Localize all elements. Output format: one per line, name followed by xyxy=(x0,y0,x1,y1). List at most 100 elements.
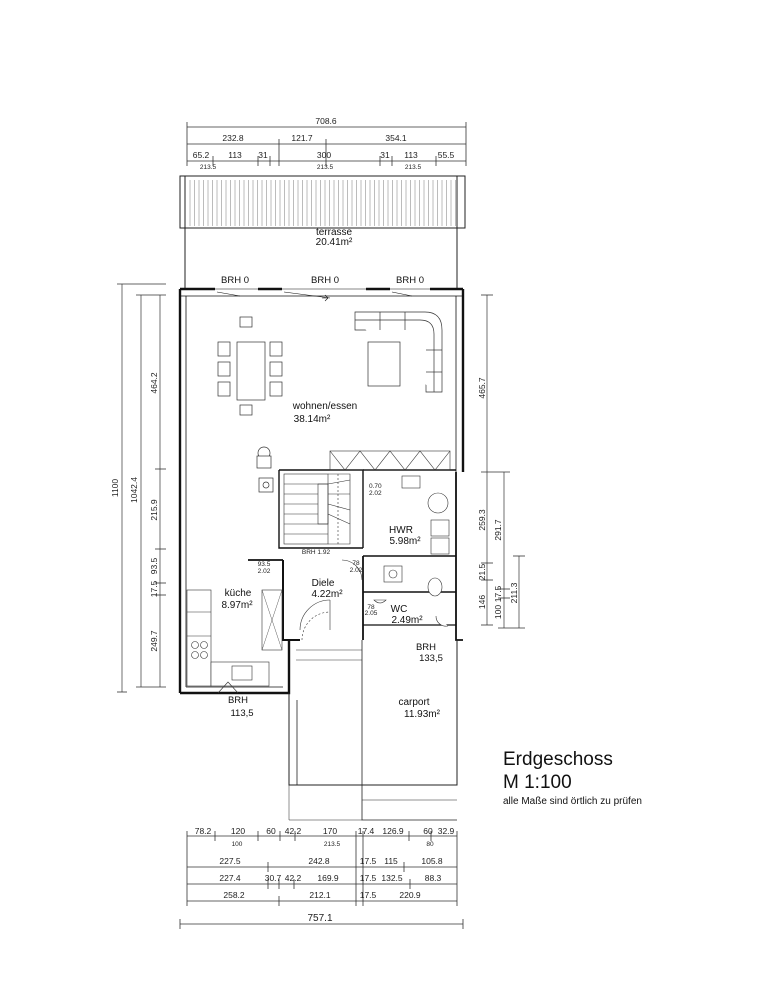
dim-left-seg: 93.5 xyxy=(149,557,159,574)
dim-bottom-row2: 115 xyxy=(384,856,398,866)
dim-bottom-row1: 120 xyxy=(231,826,245,836)
dim-top-row3: 113 xyxy=(404,150,418,160)
hwr-fixtures xyxy=(383,475,450,583)
brh-value: 113,5 xyxy=(230,708,253,719)
door-label: 2.02 xyxy=(350,567,363,574)
dim-left-seg: 464.2 xyxy=(149,372,159,394)
dim-right-seg: 465.7 xyxy=(477,377,487,399)
entry-steps xyxy=(296,611,362,661)
dim-bottom-row2: 105.8 xyxy=(421,856,443,866)
dim-bottom-row1: 60 xyxy=(423,826,433,836)
dim-top-row2: 232.8 xyxy=(222,133,244,143)
dim-top-sub: 213.5 xyxy=(405,164,422,171)
terrasse-area xyxy=(179,175,466,289)
dim-bottom-sub: 213.5 xyxy=(324,841,341,848)
room-area-kueche: 8.97m² xyxy=(221,600,253,611)
dim-right-seg: 259.3 xyxy=(477,509,487,531)
dim-top-sub: 213.5 xyxy=(317,164,334,171)
room-name-carport: carport xyxy=(398,697,429,708)
door-label: 78 xyxy=(352,560,360,567)
brh-label: BRH xyxy=(416,642,436,653)
dim-bottom-row1: 32.9 xyxy=(438,826,455,836)
dim-bottom-total: 757.1 xyxy=(307,913,332,924)
dim-bottom-row4: 258.2 xyxy=(223,890,245,900)
room-name-diele: Diele xyxy=(312,578,335,589)
plan-title-floor: Erdgeschoss xyxy=(503,749,613,770)
dim-bottom-row4: 212.1 xyxy=(309,890,331,900)
door-label: 2.05 xyxy=(365,610,378,617)
dim-bottom-row3: 17.5 xyxy=(360,873,377,883)
dim-top-row3: 300 xyxy=(317,150,331,160)
stove xyxy=(256,446,274,493)
dim-top-row3: 113 xyxy=(228,150,242,160)
diele-doors xyxy=(299,559,363,631)
dim-bottom-row2: 17.5 xyxy=(360,856,377,866)
dim-left-seg: 17.5 xyxy=(149,580,159,597)
right-dimensions xyxy=(481,294,525,629)
dim-bottom-row3: 88.3 xyxy=(425,873,442,883)
door-label: 93.5 xyxy=(258,561,271,568)
staircase xyxy=(283,473,351,545)
dim-bottom-sub: 100 xyxy=(232,841,243,848)
dim-left-seg: 249.7 xyxy=(149,630,159,652)
dim-bottom-row3: 30.7 xyxy=(265,873,282,883)
room-area-carport: 11.93m² xyxy=(404,709,441,720)
stair-label: BRH 1.92 xyxy=(302,549,331,556)
dim-bottom-row1: 60 xyxy=(266,826,276,836)
brh-label: BRH xyxy=(228,695,248,706)
room-area-wc: 2.49m² xyxy=(391,615,423,626)
top-dimensions xyxy=(186,122,467,166)
plan-note: alle Maße sind örtlich zu prüfen xyxy=(503,796,642,807)
dim-bottom-row2: 227.5 xyxy=(219,856,241,866)
carport-area xyxy=(288,640,458,821)
dim-bottom-row1: 126.9 xyxy=(382,826,404,836)
dim-top-row3: 65.2 xyxy=(193,150,210,160)
dim-bottom-row3: 132.5 xyxy=(381,873,403,883)
dining-set xyxy=(217,316,283,416)
dim-top-row3: 55.5 xyxy=(438,150,455,160)
dim-right-seg: 17.5 xyxy=(493,585,503,602)
dim-bottom-row1: 78.2 xyxy=(195,826,212,836)
bottom-dimensions xyxy=(179,831,464,929)
brh-label: BRH 0 xyxy=(221,275,249,286)
dim-left-seg: 215.9 xyxy=(149,499,159,521)
plan-title: Erdgeschoss M 1:100 xyxy=(503,748,613,794)
brh-value: 133,5 xyxy=(419,653,443,664)
room-area-wohnen: 38.14m² xyxy=(294,414,331,425)
brh-label: BRH 0 xyxy=(396,275,424,286)
dim-bottom-row3: 42.2 xyxy=(285,873,302,883)
sofa xyxy=(354,311,443,393)
dim-left-mid: 1042.4 xyxy=(129,477,139,503)
dim-right-seg: 21.5 xyxy=(477,563,487,580)
dim-bottom-row3: 169.9 xyxy=(317,873,339,883)
room-name-terrasse: terrasse xyxy=(316,227,353,238)
dim-right-seg: 211.3 xyxy=(509,582,519,603)
room-area-diele: 4.22m² xyxy=(311,589,343,600)
room-name-kueche: küche xyxy=(225,588,252,599)
sideboard xyxy=(329,450,451,471)
door-label: 2.02 xyxy=(258,568,271,575)
dim-left-outer: 1100 xyxy=(110,479,120,498)
dim-top-row2: 121.7 xyxy=(291,133,313,143)
dim-bottom-row3: 227.4 xyxy=(219,873,241,883)
left-dimensions xyxy=(117,283,166,693)
dim-top-row2: 354.1 xyxy=(385,133,407,143)
dim-bottom-sub: 80 xyxy=(426,841,434,848)
dim-bottom-row4: 220.9 xyxy=(399,890,421,900)
dim-bottom-row2: 242.8 xyxy=(308,856,330,866)
dim-bottom-row1: 42.2 xyxy=(285,826,302,836)
brh-label: BRH 0 xyxy=(311,275,339,286)
room-name-hwr: HWR xyxy=(389,525,413,536)
plan-title-scale: M 1:100 xyxy=(503,772,572,793)
dim-right-seg: 100 xyxy=(493,605,503,619)
kitchen-fixtures xyxy=(186,589,283,687)
door-label: 78 xyxy=(367,604,375,611)
room-name-wohnen: wohnen/essen xyxy=(292,401,358,412)
room-area-terrasse: 20.41m² xyxy=(316,237,353,248)
dim-bottom-row4: 17.5 xyxy=(360,890,377,900)
room-name-wc: WC xyxy=(391,604,408,615)
door-label: 0.70 xyxy=(369,483,382,490)
wc-fixtures xyxy=(373,577,449,627)
dim-top-total: 708.6 xyxy=(315,116,337,126)
